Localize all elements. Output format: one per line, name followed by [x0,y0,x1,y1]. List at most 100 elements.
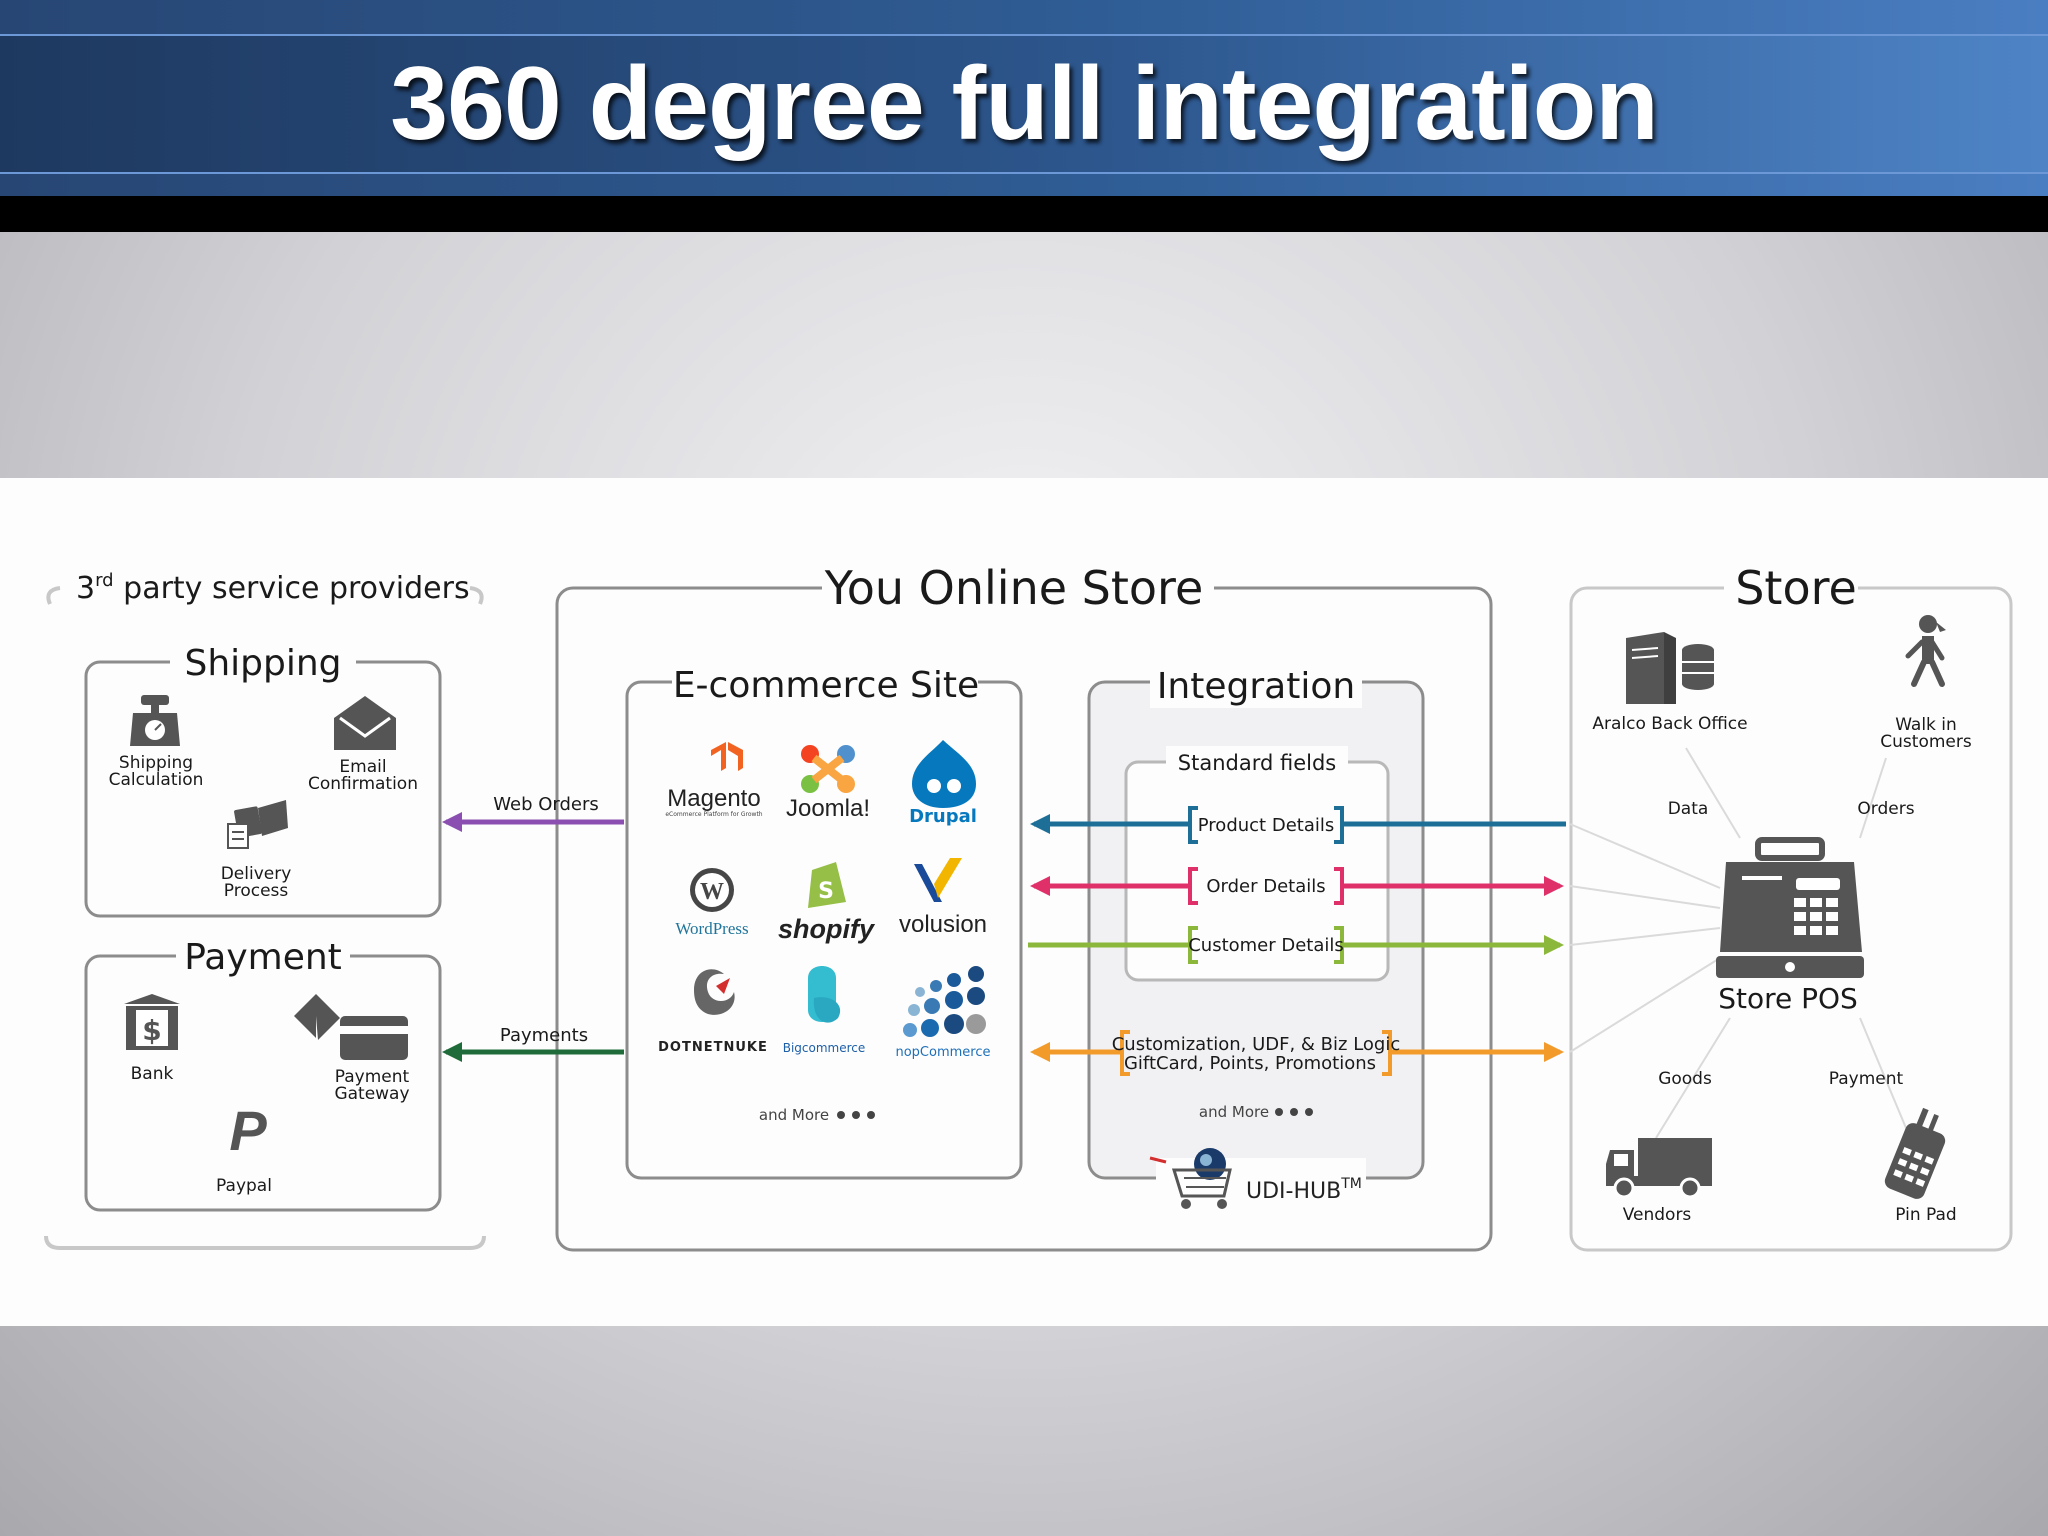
store-title: Store [1735,561,1857,615]
back-office-label: Aralco Back Office [1592,714,1747,734]
customization-bg [1122,1032,1390,1074]
divider-bar [0,196,2048,232]
walk-in-label-1: Walk in [1895,715,1957,735]
hub-bg [1156,1158,1366,1208]
integration-and-more-text: and More [1199,1103,1269,1121]
paypal-icon: P [229,1099,267,1162]
drupal-text: Drupal [909,806,977,827]
delivery-label-2: Process [224,881,289,901]
magento-logo: Magento eCommerce Platform for Growth [665,742,763,818]
drupal-logo: Drupal [909,740,977,827]
data-label: Data [1668,799,1709,819]
walking-person-icon [1905,615,1946,687]
integration-and-more: and More [1199,1103,1313,1121]
wordpress-logo: W WordPress [675,868,749,938]
nopcommerce-text: nopCommerce [895,1045,990,1060]
walk-in-label-2: Customers [1880,732,1972,752]
card-icon [294,994,408,1060]
volusion-logo: volusion [899,858,987,938]
online-store-title-bg [822,558,1214,618]
diagram-panel: 3rd party service providers Shipping Shi… [0,478,2048,1326]
bigcommerce-logo: Bigcommerce [783,966,866,1055]
customer-details-label: Customer Details [1188,935,1344,956]
server-icon [1626,632,1714,704]
svg-text:$: $ [142,1014,161,1047]
cash-register-icon [1716,837,1864,978]
ecommerce-and-more-text: and More [759,1106,829,1124]
integration-title-bg [1150,660,1362,708]
orders-label: Orders [1857,799,1914,819]
order-details-label: Order Details [1206,876,1325,897]
bank-icon: $ [124,994,180,1050]
product-details-label: Product Details [1198,815,1334,836]
shipping-title: Shipping [184,643,341,684]
joomla-logo: Joomla! [786,745,870,822]
scale-icon [130,695,180,746]
providers-bracket-top-right [469,586,484,605]
store-title-bg [1724,558,1858,618]
svg-text:W: W [700,879,724,905]
email-conf-label-2: Confirmation [308,774,418,794]
slide-title: 360 degree full integration [390,45,1659,162]
truck-icon [1606,1138,1712,1199]
dotnetnuke-text: DOTNETNUKE [658,1040,768,1055]
bigcommerce-text: Bigcommerce [783,1041,866,1055]
wordpress-text: WordPress [675,919,748,938]
envelope-icon [334,696,396,750]
bank-label: Bank [131,1064,174,1084]
delivery-label-1: Delivery [221,864,292,884]
providers-bracket-top-left [46,586,61,605]
online-store-title: You Online Store [824,561,1204,615]
payment-title-bg [176,934,350,978]
udi-hub-cart-icon [1149,1148,1232,1209]
pin-pad-label: Pin Pad [1895,1205,1956,1225]
ecommerce-title: E-commerce Site [673,665,979,706]
integration-fields: Product Details Order Details Customer D… [1112,806,1401,1076]
dotnetnuke-logo: DOTNETNUKE [658,969,768,1055]
magento-tagline: eCommerce Platform for Growth [665,811,762,818]
paypal-label: Paypal [216,1176,272,1196]
providers-bracket-bottom [44,1235,486,1250]
payment-title: Payment [184,937,342,978]
customization-label-2: GiftCard, Points, Promotions [1124,1053,1376,1074]
nopcommerce-logo: nopCommerce [895,966,991,1060]
volusion-text: volusion [899,911,987,938]
shopify-text: shopify [778,914,876,944]
title-bar: 360 degree full integration [0,34,2048,174]
customization-label-1: Customization, UDF, & Biz Logic [1112,1034,1401,1055]
standard-fields-title-bg [1166,746,1348,776]
pin-pad-icon [1884,1107,1946,1199]
shipping-calc-label-2: Calculation [109,770,204,790]
store-payment-label: Payment [1829,1069,1904,1089]
vendors-label: Vendors [1623,1205,1692,1225]
joomla-text: Joomla! [786,795,870,822]
store-group: Store Aralco Back Office [1569,558,2013,1252]
delivery-boxes-icon [227,800,288,849]
providers-group: 3rd party service providers Shipping Shi… [44,570,486,1250]
standard-fields-title: Standard fields [1178,751,1336,775]
ecommerce-title-bg [672,660,978,708]
shipping-title-bg [170,640,356,684]
ecommerce-and-more: and More [759,1106,875,1124]
online-store-group: You Online Store E-commerce Site Magento… [555,558,1493,1252]
svg-text:S: S [818,879,834,904]
integration-diagram: 3rd party service providers Shipping Shi… [44,558,2013,1252]
magento-text: Magento [667,785,760,812]
shipping-calc-label-1: Shipping [119,753,193,773]
svg-text:P: P [229,1099,267,1162]
goods-label: Goods [1658,1069,1712,1089]
email-conf-label-1: Email [339,757,386,777]
gateway-label-2: Gateway [334,1084,409,1104]
store-pos-label: Store POS [1718,982,1858,1015]
integration-title: Integration [1157,666,1355,707]
customer-details-bg [1190,928,1342,962]
gateway-label-1: Payment [335,1067,410,1087]
udi-hub-label: UDI-HUBTM [1246,1176,1362,1204]
payments-label: Payments [500,1025,588,1046]
web-orders-label: Web Orders [493,794,599,815]
providers-heading: 3rd party service providers [76,570,470,606]
store-spokes [1569,747,1907,1139]
order-details-bg [1190,869,1342,903]
shopify-logo: S shopify [778,862,876,944]
product-details-bg [1190,808,1342,842]
